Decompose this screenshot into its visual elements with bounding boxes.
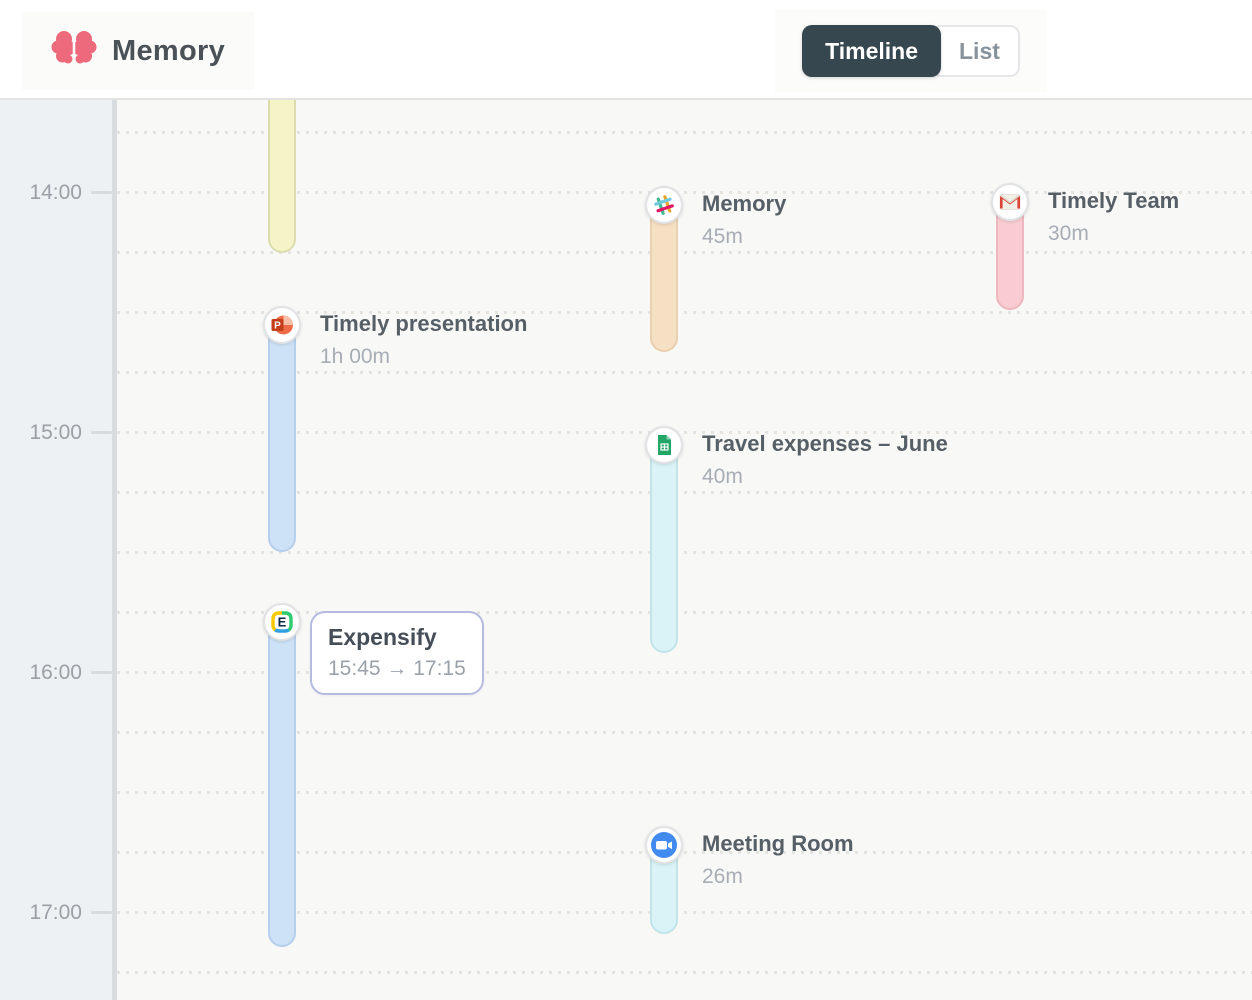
quarter-hour-gridline — [117, 611, 1252, 614]
entry-title: Timely presentation — [320, 311, 528, 336]
app-badge-expensify[interactable]: E — [263, 603, 301, 641]
tooltip-time-range: 15:45 → 17:15 — [328, 656, 466, 680]
hour-tick — [91, 911, 112, 914]
hour-label: 14:00 — [29, 181, 82, 204]
hour-label: 15:00 — [29, 421, 82, 444]
entry-pill-timely-presentation[interactable] — [268, 307, 296, 552]
tooltip-title: Expensify — [328, 624, 437, 650]
hour-tick — [91, 431, 112, 434]
entry-duration: 30m — [1048, 222, 1089, 245]
powerpoint-icon: P — [271, 315, 293, 335]
brain-logo-icon — [50, 28, 98, 75]
quarter-hour-gridline — [117, 551, 1252, 554]
quarter-hour-gridline — [117, 971, 1252, 974]
slack-icon — [654, 195, 674, 215]
app-header: Memory Timeline List — [0, 0, 1252, 100]
entry-duration: 45m — [702, 225, 743, 248]
quarter-hour-gridline — [117, 311, 1252, 314]
quarter-hour-gridline — [117, 131, 1252, 134]
time-axis-divider — [112, 100, 117, 1000]
view-toggle: Timeline List — [802, 25, 1020, 77]
entry-title: Travel expenses – June — [702, 431, 948, 456]
app-title: Memory — [112, 34, 225, 67]
quarter-hour-gridline — [117, 371, 1252, 374]
app-badge-slack[interactable] — [645, 186, 683, 224]
view-toggle-block: Timeline List — [775, 10, 1047, 92]
time-axis-sidebar — [0, 100, 112, 1000]
entry-pill-expensify[interactable] — [268, 604, 296, 947]
quarter-hour-gridline — [117, 251, 1252, 254]
hour-label: 17:00 — [29, 901, 82, 924]
tab-timeline[interactable]: Timeline — [802, 25, 941, 77]
quarter-hour-gridline — [117, 851, 1252, 854]
app-badge-gmail[interactable] — [991, 183, 1029, 221]
entry-duration: 40m — [702, 465, 743, 488]
entry-title: Meeting Room — [702, 831, 854, 856]
zoom-icon — [651, 832, 677, 858]
expensify-icon: E — [271, 611, 293, 633]
google-sheets-icon — [658, 435, 671, 455]
svg-text:P: P — [274, 321, 281, 332]
gmail-icon — [999, 194, 1021, 210]
svg-text:E: E — [278, 615, 287, 630]
app-badge-sheets[interactable] — [645, 426, 683, 464]
hour-tick — [91, 191, 112, 194]
quarter-hour-gridline — [117, 911, 1252, 914]
entry-duration: 26m — [702, 865, 743, 888]
quarter-hour-gridline — [117, 731, 1252, 734]
app-badge-powerpoint[interactable]: P — [263, 306, 301, 344]
quarter-hour-gridline — [117, 431, 1252, 434]
app-badge-zoom[interactable] — [645, 826, 683, 864]
hour-label: 16:00 — [29, 661, 82, 684]
quarter-hour-gridline — [117, 791, 1252, 794]
app-logo: Memory — [22, 12, 254, 90]
hour-tick — [91, 671, 112, 674]
entry-pill-travel-expenses-june[interactable] — [650, 427, 678, 653]
entry-title: Timely Team — [1048, 188, 1180, 213]
quarter-hour-gridline — [117, 491, 1252, 494]
entry-duration: 1h 00m — [320, 345, 391, 368]
tab-list[interactable]: List — [931, 25, 1020, 77]
quarter-hour-gridline — [117, 191, 1252, 194]
entry-title: Memory — [702, 191, 787, 216]
entry-tooltip: Expensify 15:45 → 17:15 — [310, 611, 484, 696]
quarter-hour-gridline — [117, 671, 1252, 674]
